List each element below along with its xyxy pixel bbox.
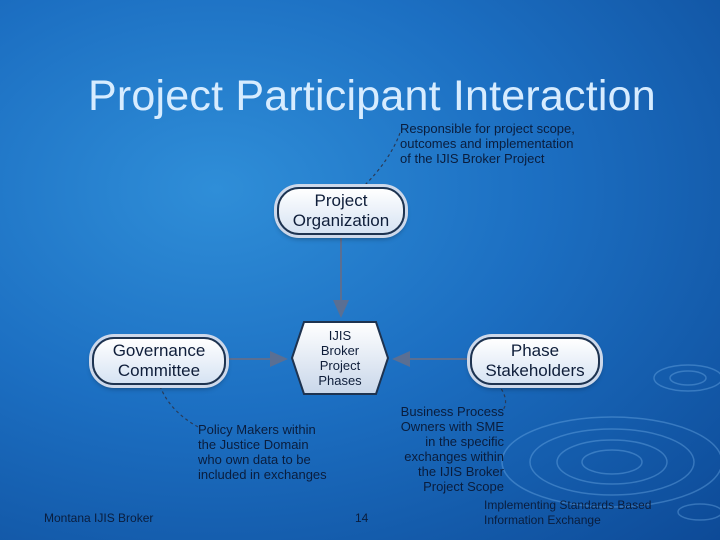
footer-left: Montana IJIS Broker — [44, 511, 154, 525]
node-project-organization: Project Organization — [277, 187, 405, 235]
note-phase-stakeholders: Business Process Owners with SME in the … — [400, 404, 504, 494]
footer-right: Implementing Standards Based Information… — [484, 498, 652, 527]
slide-title: Project Participant Interaction — [88, 72, 656, 120]
hexagon-shape — [290, 321, 390, 395]
node-governance-committee: Governance Committee — [92, 337, 226, 385]
note-project-organization: Responsible for project scope, outcomes … — [400, 121, 575, 166]
callout-line-top — [363, 132, 401, 187]
node-phase-stakeholders: Phase Stakeholders — [470, 337, 600, 385]
page-number: 14 — [355, 511, 369, 525]
node-ijis-broker-phases: IJIS Broker Project Phases — [290, 320, 390, 396]
ijis-broker-phases-label: IJIS Broker Project Phases — [318, 328, 362, 388]
callout-line-left — [159, 385, 201, 429]
callout-line-right — [497, 383, 507, 411]
note-governance-committee: Policy Makers within the Justice Domain … — [198, 422, 327, 482]
